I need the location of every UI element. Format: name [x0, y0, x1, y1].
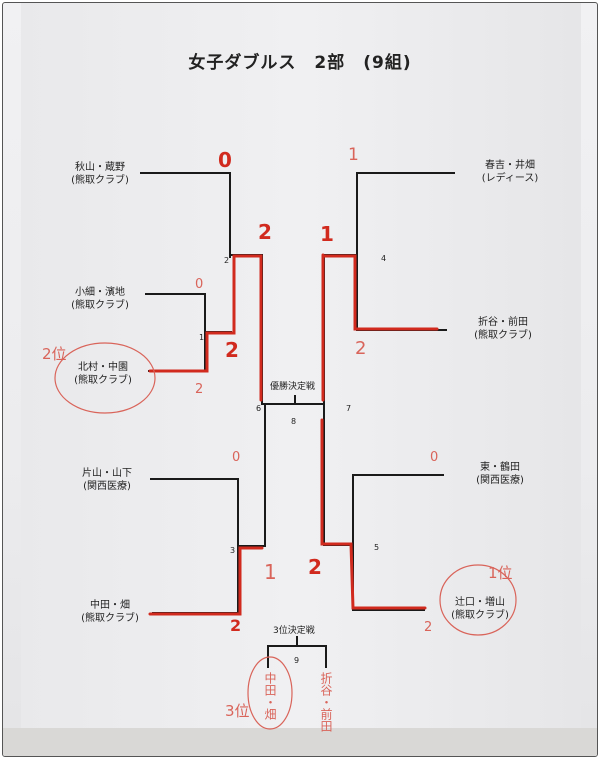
- score-mark: 2: [308, 555, 322, 579]
- bracket-sheet: [21, 3, 581, 731]
- team-club: (熊取クラブ): [474, 330, 532, 341]
- score-mark: 2: [355, 338, 367, 359]
- score-mark: 0: [195, 277, 204, 292]
- match-number: 3: [230, 546, 236, 555]
- match-number: 2: [224, 256, 230, 265]
- match-number: 7: [346, 404, 352, 413]
- team-club: (関西医療): [476, 475, 524, 486]
- score-mark: 2: [258, 220, 272, 244]
- team-name: 東・鶴田: [480, 462, 520, 473]
- team-name: 小細・濱地: [75, 287, 125, 298]
- team-club: (熊取クラブ): [81, 613, 139, 624]
- team-name: 折谷・前田: [478, 317, 528, 328]
- match-number: 9: [294, 656, 300, 665]
- team-club: (熊取クラブ): [74, 375, 132, 386]
- team-name: 片山・山下: [82, 468, 132, 479]
- score-mark: 2: [225, 338, 239, 362]
- rank-mark: 2位: [42, 345, 67, 363]
- team-entry: 北村・中園 (熊取クラブ): [48, 361, 158, 387]
- score-mark: 1: [320, 222, 334, 246]
- score-mark: 2: [424, 620, 433, 635]
- rank-mark: 1位: [488, 564, 513, 582]
- team-entry: 小細・濱地 (熊取クラブ): [45, 286, 155, 312]
- score-mark: 2: [230, 616, 242, 635]
- team-entry: 秋山・蔵野 (熊取クラブ): [45, 161, 155, 187]
- team-name: 春吉・井畑: [485, 160, 535, 171]
- score-mark: 0: [218, 148, 232, 172]
- score-mark: 0: [430, 450, 439, 465]
- match-number: 6: [256, 404, 262, 413]
- match-number: 1: [199, 333, 205, 342]
- third-place-team-handwritten: 折谷・前田: [319, 672, 333, 732]
- team-club: (熊取クラブ): [71, 175, 129, 186]
- red-winner-lines: [148, 253, 439, 616]
- match-number: 8: [291, 417, 297, 426]
- match-number: 5: [374, 543, 380, 552]
- team-entry: 辻口・増山 (熊取クラブ): [425, 596, 535, 622]
- team-club: (関西医療): [83, 481, 131, 492]
- rank-mark: 3位: [225, 702, 250, 720]
- page-title: 女子ダブルス 2部 (9組): [188, 53, 412, 73]
- match-number: 4: [381, 254, 387, 263]
- team-club: (熊取クラブ): [451, 610, 509, 621]
- team-name: 中田・畑: [90, 600, 130, 611]
- team-entry: 東・鶴田 (関西医療): [445, 461, 555, 487]
- team-entry: 片山・山下 (関西医療): [52, 467, 162, 493]
- score-mark: 2: [195, 382, 204, 397]
- team-name: 北村・中園: [78, 362, 128, 373]
- team-club: (レディース): [481, 173, 539, 184]
- handwritten-circles: [54, 342, 517, 730]
- team-club: (熊取クラブ): [71, 300, 129, 311]
- final-label: 優勝決定戦: [270, 382, 316, 392]
- bracket-black-lines: [140, 172, 455, 668]
- table-surface: [3, 728, 597, 756]
- team-entry: 折谷・前田 (熊取クラブ): [448, 316, 558, 342]
- third-place-label: 3位決定戦: [273, 626, 315, 636]
- team-name: 秋山・蔵野: [75, 162, 125, 173]
- score-mark: 0: [232, 450, 241, 465]
- third-place-team-handwritten: 中田・畑: [263, 672, 277, 720]
- team-entry: 春吉・井畑 (レディース): [455, 159, 565, 185]
- team-name: 辻口・増山: [455, 597, 505, 608]
- score-mark: 1: [264, 560, 277, 584]
- score-mark: 1: [348, 145, 359, 165]
- team-entry: 中田・畑 (熊取クラブ): [55, 599, 165, 625]
